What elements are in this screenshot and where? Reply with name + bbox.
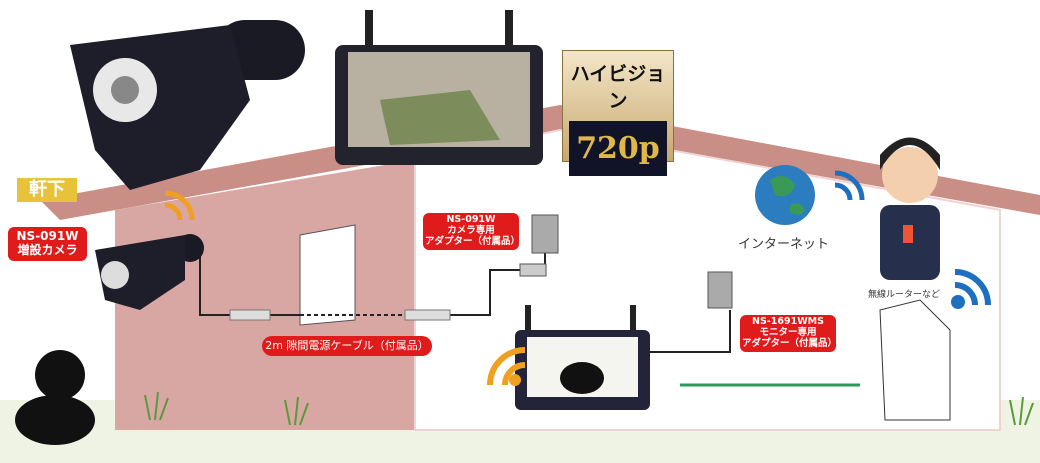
internet-label: インターネット [738, 237, 830, 252]
dog-silhouette [15, 350, 95, 445]
room-monitor [515, 305, 650, 410]
monitor-cable [650, 310, 731, 353]
camera-adapter [531, 214, 559, 254]
extension-camera [95, 234, 204, 310]
camera-adapter-label: NS-091W カメラ専用 アダプター（付属品） [423, 213, 521, 250]
camera-adapter-line2: アダプター（付属品） [425, 235, 521, 247]
camera-desc: 増設カメラ [17, 242, 78, 257]
globe-icon [755, 165, 815, 225]
person-illustration [880, 137, 940, 280]
monitor-adapter-line2: アダプター（付属品） [742, 337, 838, 349]
cable-connector [229, 309, 271, 321]
wifi-icon-router [951, 269, 991, 309]
hd-badge: ハイビジョン 720p [562, 50, 674, 176]
monitor-adapter [707, 271, 733, 309]
monitor-adapter-line1: モニター専用 [759, 326, 817, 338]
router-illustration [879, 299, 951, 421]
camera-product-image [70, 20, 305, 190]
camera-adapter-line1: カメラ専用 [447, 224, 495, 236]
router-label: 無線ルーターなど [868, 290, 941, 300]
wifi-icon-internet [834, 170, 865, 201]
wifi-icon-monitor [487, 347, 526, 386]
cable-label: 2m 隙間電源ケーブル（付属品） [262, 336, 432, 356]
wifi-icon-camera [164, 190, 195, 221]
hd-resolution: 720p [569, 121, 667, 176]
window-gap [299, 224, 356, 326]
monitor-adapter-model: NS-1691WMS [752, 316, 824, 327]
camera-label: NS-091W 増設カメラ [8, 227, 87, 261]
eaves-badge: 軒下 [17, 178, 77, 202]
camera-model: NS-091W [16, 229, 79, 243]
monitor-adapter-label: NS-1691WMS モニター専用 アダプター（付属品） [740, 315, 838, 352]
camera-adapter-model: NS-091W [446, 214, 496, 225]
hd-title: ハイビジョン [570, 63, 666, 112]
monitor-product-image [335, 10, 543, 165]
